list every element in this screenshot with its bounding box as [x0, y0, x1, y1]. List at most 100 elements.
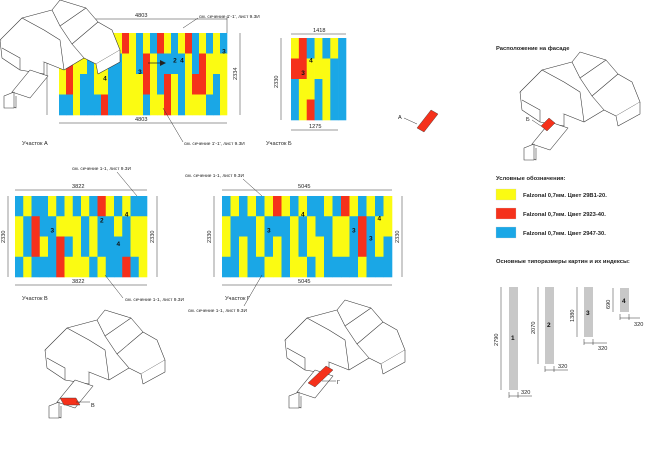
cladding-panel — [143, 94, 151, 116]
cladding-panel — [273, 236, 282, 278]
legend-item-red: Falzonal 0,7мм. Цвет 2923-40. — [523, 212, 606, 218]
cladding-panel — [89, 256, 98, 278]
cladding-panel — [298, 256, 308, 278]
cladding-panel — [39, 196, 49, 237]
cladding-panel — [80, 74, 88, 116]
cladding-panel — [72, 196, 82, 217]
cladding-panel — [23, 196, 32, 217]
cladding-panel — [358, 196, 367, 217]
cladding-panel — [222, 196, 231, 217]
panel-index-label: 4 — [309, 58, 313, 65]
cladding-panel — [199, 53, 207, 95]
cladding-panel — [105, 196, 115, 217]
sizes-title: Основные типоразмеры картин и их индексы… — [496, 259, 630, 265]
cladding-panel — [72, 216, 82, 278]
panel-index-label: 2 — [173, 58, 177, 65]
section-g-note-top: см. сечение 1-1, лист 9.3И — [185, 173, 244, 179]
cladding-panel — [206, 94, 214, 116]
cladding-panel — [256, 196, 265, 217]
section-b-panels: 43 — [291, 38, 347, 121]
cladding-panel — [199, 33, 207, 54]
cladding-panel — [332, 256, 342, 278]
cladding-panel — [298, 196, 308, 217]
section-g-height-left: 2330 — [207, 231, 213, 243]
cladding-panel — [64, 196, 74, 237]
cladding-panel — [256, 256, 265, 278]
size-bar-1 — [509, 287, 518, 390]
cladding-panel — [73, 53, 81, 116]
cladding-panel — [105, 216, 115, 278]
section-a-height-right: 2334 — [233, 68, 239, 80]
cladding-panel — [264, 216, 274, 258]
cladding-panel — [81, 216, 90, 258]
cladding-panel — [213, 74, 221, 116]
size-height-2: 2070 — [531, 322, 537, 334]
cladding-panel — [298, 79, 308, 121]
cladding-panel — [157, 33, 165, 54]
cladding-panel — [273, 196, 282, 217]
cladding-panel — [138, 196, 148, 217]
cladding-panel — [164, 53, 172, 75]
cladding-panel — [341, 256, 350, 278]
cladding-panel — [66, 94, 74, 116]
size-height-1: 2790 — [494, 334, 500, 346]
cladding-panel — [114, 216, 123, 237]
legend-title: Условные обозначения: — [496, 175, 566, 182]
facade-b-sketch — [519, 51, 641, 161]
cladding-panel — [130, 196, 140, 217]
cladding-panel — [206, 53, 214, 95]
cladding-panel — [315, 236, 325, 278]
section-v-width-top: 3822 — [72, 184, 84, 190]
cladding-panel — [59, 53, 67, 95]
size-width-3: 320 — [598, 346, 607, 352]
cladding-panel — [31, 196, 41, 217]
cladding-panel — [298, 216, 308, 258]
cladding-panel — [291, 38, 300, 59]
cladding-panel — [383, 196, 393, 237]
section-v-height-left: 2330 — [1, 231, 7, 243]
cladding-panel — [97, 256, 107, 278]
cladding-panel — [341, 196, 350, 217]
cladding-panel — [157, 53, 165, 95]
cladding-panel — [94, 94, 102, 116]
cladding-panel — [114, 236, 123, 278]
section-b: 43 1418 1275 2330 Участок Б — [266, 28, 347, 147]
cladding-panel — [101, 94, 109, 116]
panel-index-label: 4 — [301, 211, 305, 218]
size-height-4: 690 — [606, 300, 612, 309]
cladding-panel — [281, 216, 291, 278]
cladding-panel — [56, 236, 65, 278]
cladding-panel — [306, 99, 315, 121]
cladding-panel — [39, 236, 49, 258]
facade-g-highlight — [307, 365, 334, 388]
cladding-panel — [143, 53, 151, 95]
panel-index-label: 4 — [125, 211, 129, 218]
cladding-panel — [56, 216, 65, 237]
cladding-panel — [192, 94, 200, 116]
section-v-height-right: 2330 — [150, 231, 156, 243]
size-width-4: 320 — [634, 322, 643, 328]
cladding-panel — [59, 94, 67, 116]
cladding-panel — [171, 33, 179, 75]
cladding-panel — [383, 236, 393, 278]
size-index-2: 2 — [547, 322, 551, 329]
panel-index-label: 4 — [116, 241, 120, 248]
facade-title: Расположение на фасаде — [496, 45, 570, 52]
section-v-note-top: см. сечение 1-1, лист 9.3И — [72, 166, 131, 172]
cladding-panel — [307, 196, 316, 217]
cladding-panel — [306, 38, 315, 59]
section-b-label: Участок Б — [266, 141, 292, 147]
cladding-panel — [239, 196, 248, 237]
cladding-panel — [56, 196, 65, 217]
cladding-panel — [358, 256, 367, 278]
cladding-panel — [307, 216, 316, 258]
facade-b-highlight — [540, 117, 556, 132]
cladding-panel — [185, 53, 193, 116]
cladding-panel — [31, 216, 41, 258]
cladding-panel — [314, 38, 323, 80]
panel-index-label: 4 — [103, 76, 107, 83]
cladding-panel — [115, 53, 123, 116]
